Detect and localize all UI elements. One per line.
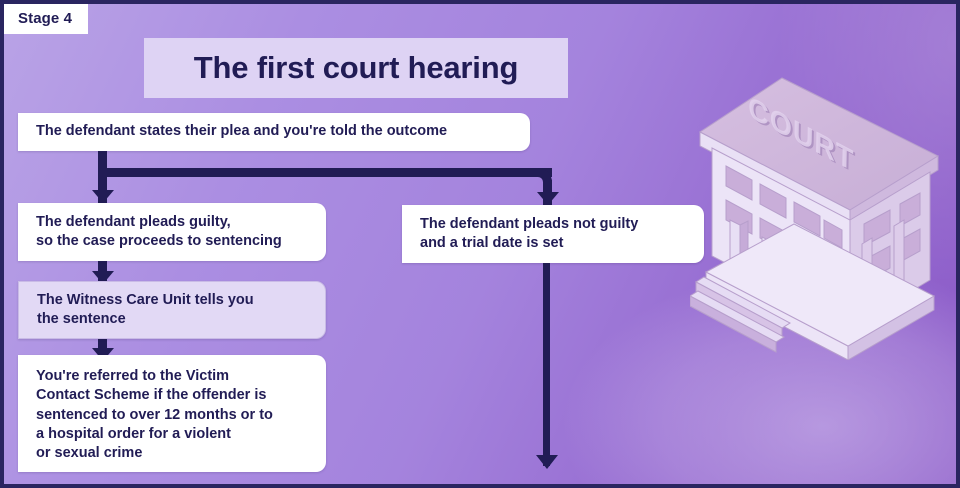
flow-box-victim-contact-line4: a hospital order for a violent [36,425,231,442]
flow-box-guilty: The defendant pleads guilty, so the case… [18,203,326,261]
page-title: The first court hearing [144,38,568,98]
connector-trunk [98,151,107,203]
flow-box-not-guilty-emphasis: pleads not guilty [523,215,639,232]
arrowhead-to-guilty [92,190,114,203]
flow-box-guilty-line2: so the case proceeds to sentencing [36,233,282,249]
stage-badge-label: Stage 4 [18,10,73,27]
flow-box-guilty-line1: The defendant pleads guilty, [36,213,282,232]
flow-box-witness-care-line1: The Witness Care Unit tells you [37,291,254,308]
flow-box-plea-text: The defendant states their plea and you'… [36,123,448,140]
arrowhead-to-not-guilty [537,192,559,205]
flow-box-not-guilty-line2: and a trial date is set [420,235,564,251]
flow-box-witness-care: The Witness Care Unit tells you the sent… [18,281,326,339]
stage-badge: Stage 4 [4,4,89,34]
flow-box-guilty-emphasis: pleads guilty, [139,213,231,230]
flow-box-victim-contact-line2: Contact Scheme if the offender is [36,387,267,404]
court-building-illustration: COURT COURT [690,60,960,360]
flow-box-victim-contact-line1: You're referred to the Victim [36,368,230,384]
flow-box-not-guilty: The defendant pleads not guilty and a tr… [402,205,704,263]
connector-next-stage [543,263,550,466]
flow-box-victim-contact-line5: or sexual crime [36,445,143,462]
arrowhead-to-witness-care [92,271,114,284]
flow-box-not-guilty-prefix: The defendant [420,215,524,232]
flow-box-plea: The defendant states their plea and you'… [18,113,530,151]
flow-box-guilty-prefix: The defendant [36,213,140,230]
flow-box-victim-contact-line3: sentenced to over 12 months or to [36,406,273,423]
flow-box-not-guilty-line1: The defendant pleads not guilty [420,215,638,234]
page-title-text: The first court hearing [193,50,519,85]
arrowhead-next-stage [536,455,558,469]
connector-branch-horizontal [98,168,552,177]
flow-box-witness-care-line2: the sentence [37,311,126,327]
flow-box-victim-contact: You're referred to the Victim Contact Sc… [18,355,326,472]
